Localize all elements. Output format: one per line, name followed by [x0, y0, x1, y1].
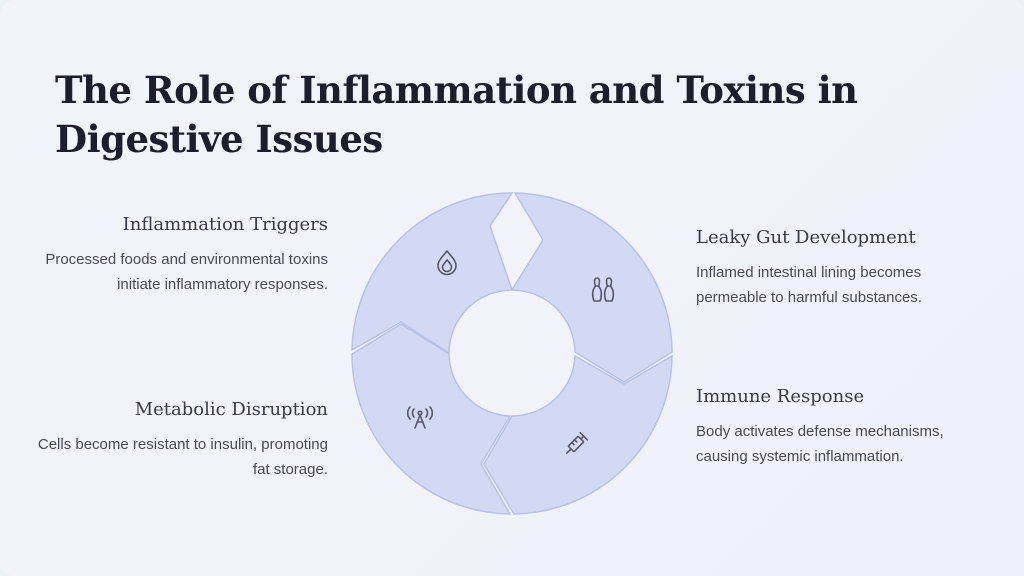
step-immune-response: Immune Response Body activates defense m… [696, 385, 996, 469]
step-leaky-gut: Leaky Gut Development Inflamed intestina… [696, 226, 996, 310]
step-heading: Leaky Gut Development [696, 227, 916, 248]
step-inflammation-triggers: Inflammation Triggers Processed foods an… [28, 213, 328, 297]
step-heading: Immune Response [696, 386, 865, 407]
step-heading: Inflammation Triggers [122, 214, 328, 235]
step-description: Processed foods and environmental toxins… [45, 251, 328, 293]
flame-drop-icon [437, 250, 457, 276]
bowling-pins-icon [591, 277, 615, 302]
syringe-icon [566, 431, 589, 454]
step-description: Body activates defense mechanisms, causi… [696, 423, 944, 465]
step-description: Inflamed intestinal lining becomes perme… [696, 264, 922, 306]
signal-tower-icon [406, 406, 434, 429]
page-title: The Role of Inflammation and Toxins in D… [55, 68, 858, 161]
cycle-segment-inflammation [351, 192, 514, 355]
step-description: Cells become resistant to insulin, promo… [37, 436, 328, 478]
step-heading: Metabolic Disruption [134, 399, 328, 420]
cycle-segment-leaky-gut [510, 192, 673, 383]
step-metabolic-disruption: Metabolic Disruption Cells become resist… [28, 398, 328, 482]
cycle-segment-immune [483, 354, 673, 515]
